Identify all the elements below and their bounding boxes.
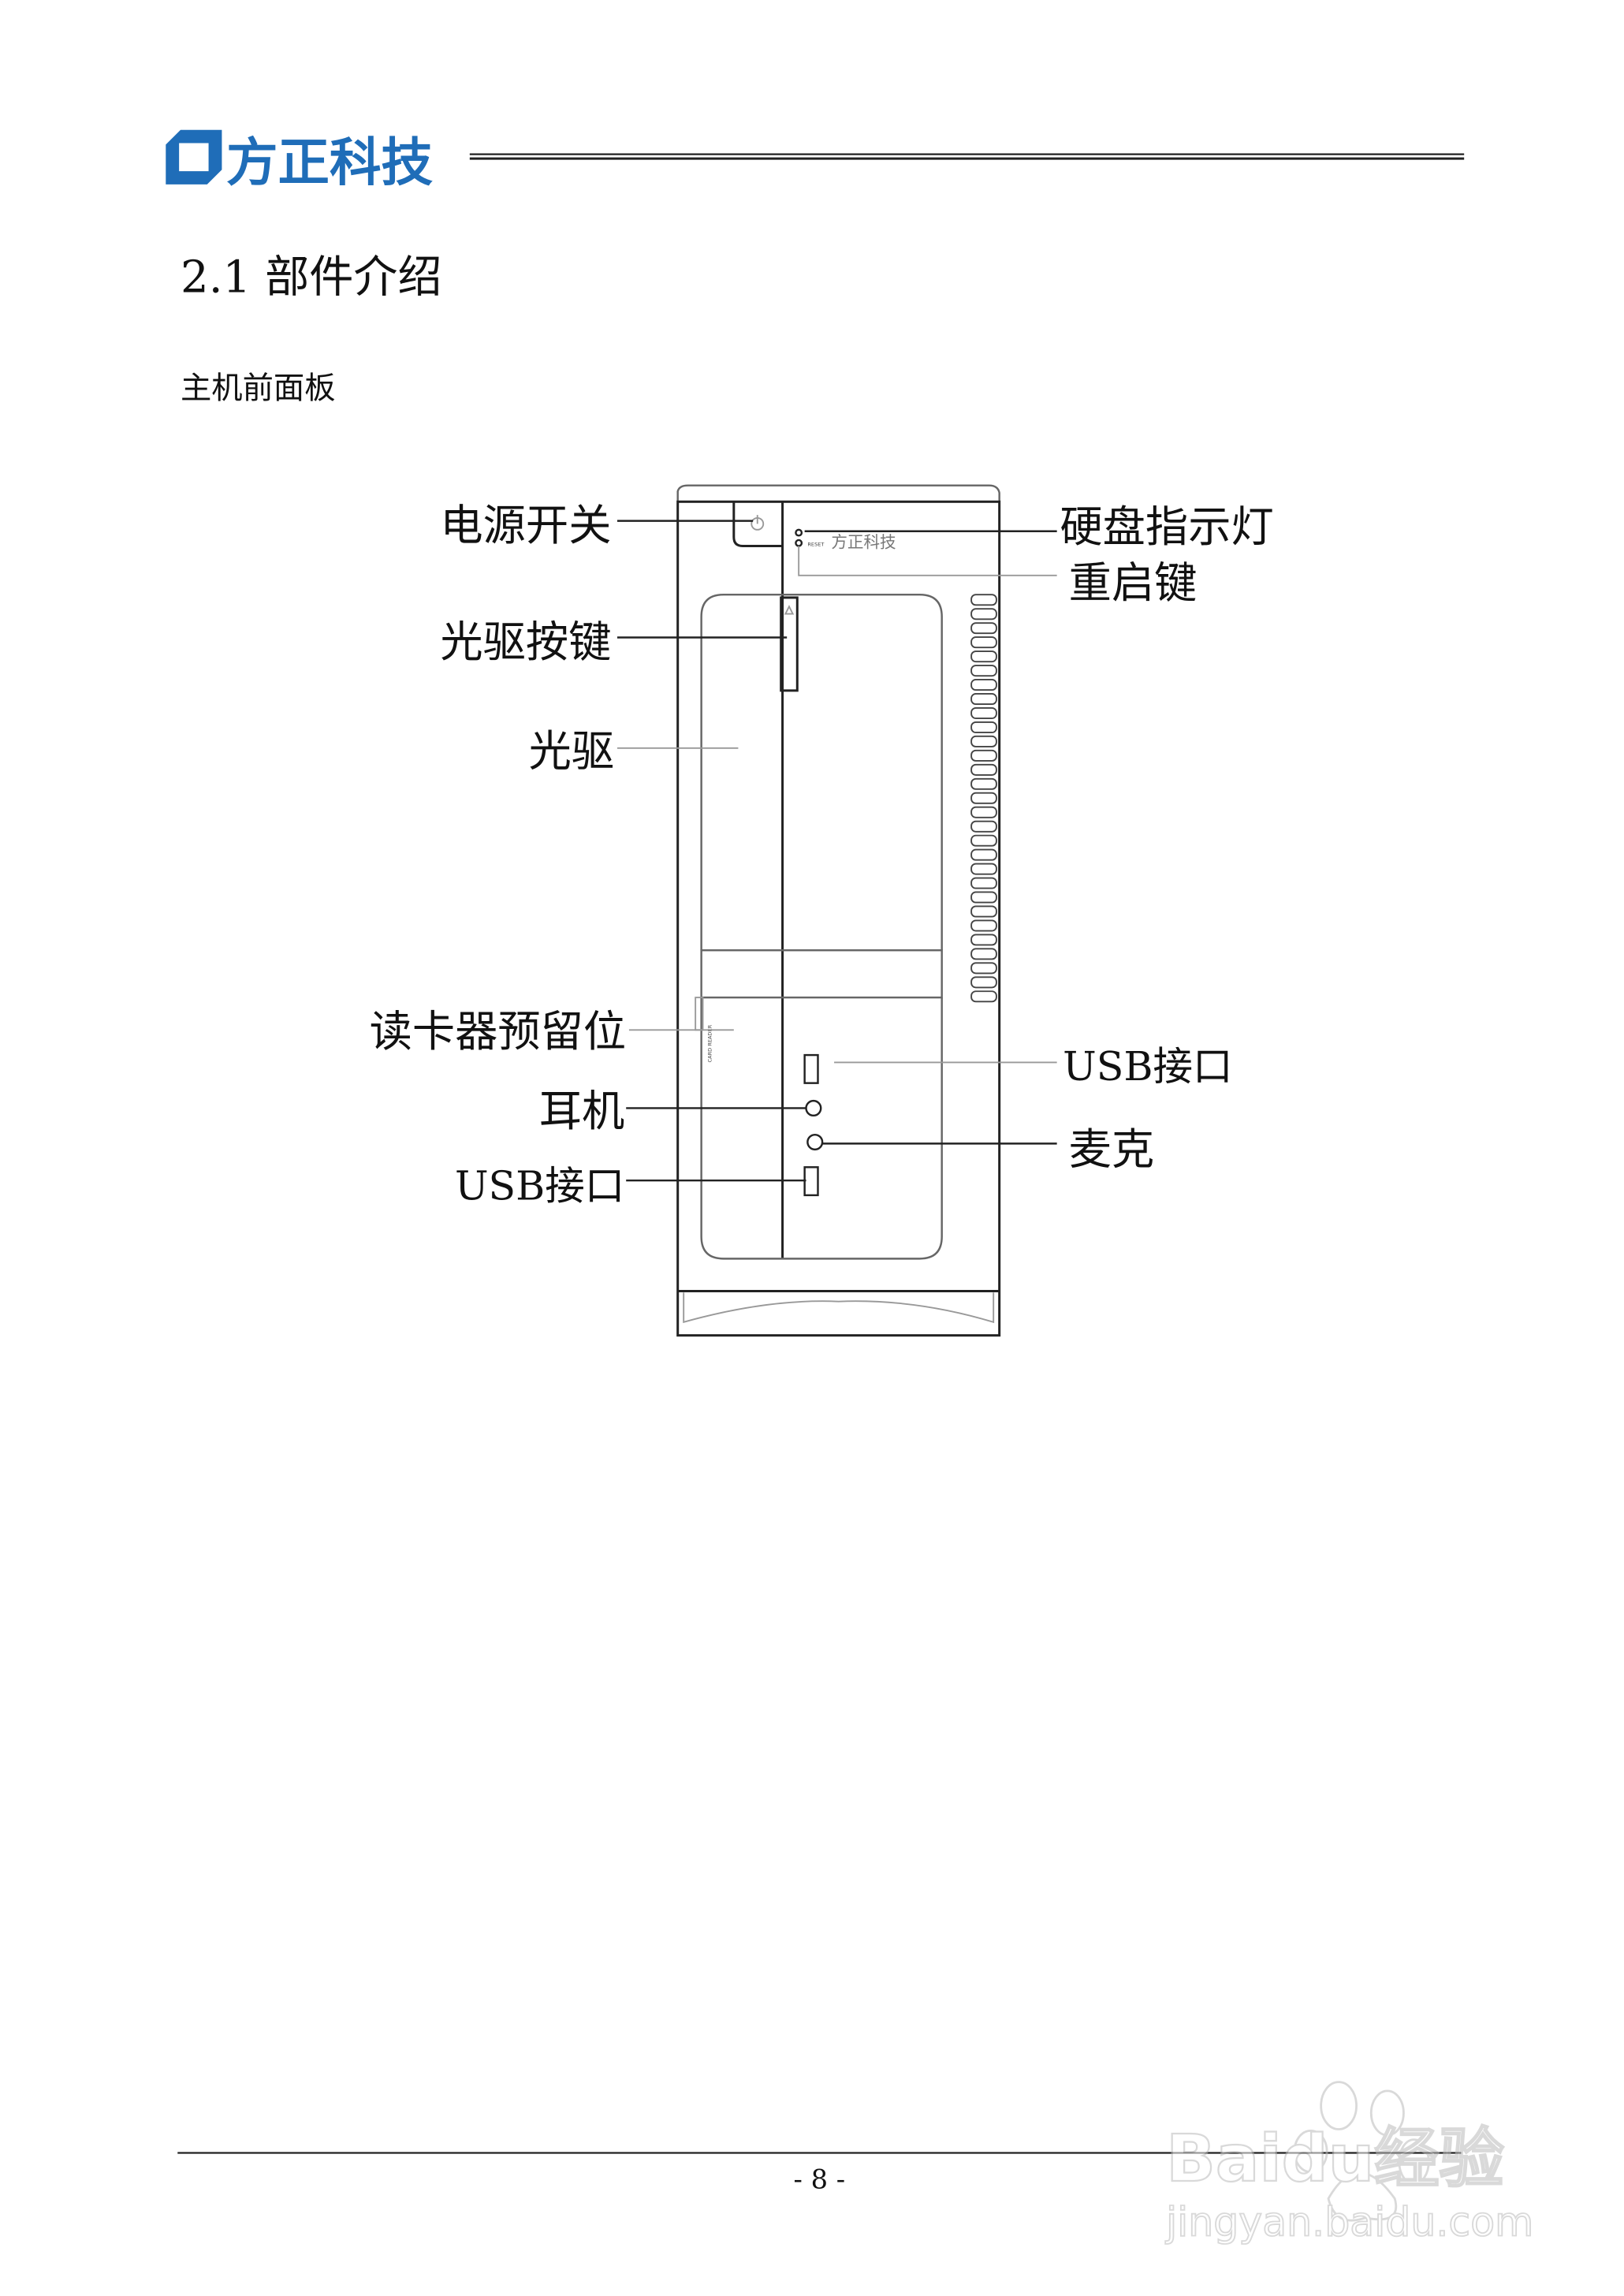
vent-slot	[970, 877, 997, 889]
case-base	[683, 1292, 995, 1324]
vent-slot	[970, 863, 997, 875]
optical-eject-key	[780, 596, 799, 692]
watermark-brand: Baidu经验	[1166, 2122, 1504, 2197]
section-subheading: 主机前面板	[181, 371, 335, 406]
vent-slot	[970, 721, 997, 733]
vent-slot	[970, 905, 997, 918]
reset-text: RESET	[807, 541, 825, 547]
vent-slot	[970, 934, 997, 946]
paw-icon	[1293, 2081, 1430, 2222]
label-usb-upper: USB接口	[1063, 1043, 1232, 1090]
hdd-led	[795, 528, 803, 537]
panel-mini-logo: 方正科技	[831, 532, 896, 551]
logo-text: 方正科技	[226, 132, 434, 192]
callout-lines	[616, 520, 1057, 1182]
vent-slot	[970, 792, 997, 804]
vent-slot	[970, 763, 997, 776]
vent-slot	[970, 948, 997, 960]
vent-slot	[970, 806, 997, 818]
card-reader-text: CARD READER	[707, 1024, 713, 1062]
label-optical-drive: 光驱	[529, 726, 615, 776]
io-panel	[700, 997, 943, 1260]
vent-slot	[970, 976, 997, 989]
label-power-switch: 电源开关	[440, 501, 611, 550]
optical-drive-door	[700, 593, 943, 951]
baidu-watermark: Baidu经验 jingyan.baidu.com	[1164, 2081, 1534, 2246]
reset-button-dot	[795, 539, 803, 547]
watermark-url: jingyan.baidu.com	[1165, 2198, 1533, 2245]
label-card-reader: 读卡器预留位	[370, 1007, 627, 1057]
vent-slot	[970, 594, 997, 606]
logo-mark-icon	[166, 129, 222, 184]
headphone-jack	[805, 1099, 822, 1117]
label-headphone: 耳机	[539, 1086, 625, 1136]
bay-divider	[700, 949, 943, 999]
microphone-jack	[806, 1133, 824, 1151]
vent-slot	[970, 622, 997, 635]
label-hdd-led: 硬盘指示灯	[1060, 502, 1273, 552]
usb-port-lower	[803, 1166, 819, 1197]
vent-slot	[970, 735, 997, 747]
page-number: - 8 -	[794, 2164, 846, 2194]
vent-slot	[970, 834, 997, 847]
label-reset: 重启键	[1069, 558, 1198, 608]
ventilation-slots	[970, 594, 997, 1003]
label-usb-lower: USB接口	[455, 1163, 624, 1210]
vent-slot	[970, 919, 997, 932]
vent-slot	[970, 749, 997, 762]
eject-icon	[784, 605, 795, 615]
vent-slot	[970, 608, 997, 621]
vent-slot	[970, 990, 997, 1003]
case-top-cap	[676, 484, 1000, 502]
vent-slot	[970, 777, 997, 790]
vent-slot	[970, 891, 997, 904]
vent-slot	[970, 650, 997, 663]
vent-slot	[970, 665, 997, 677]
vent-slot	[970, 848, 997, 861]
vent-slot	[970, 820, 997, 833]
vent-slot	[970, 962, 997, 975]
label-optical-eject: 光驱按键	[440, 617, 611, 667]
usb-port-upper	[803, 1053, 819, 1084]
front-panel-diagram: RESET 方正科技 CARD READER	[676, 484, 1001, 1337]
section-heading: 2.1 部件介绍	[181, 252, 442, 304]
power-icon	[751, 515, 765, 531]
vent-slot	[970, 636, 997, 649]
label-microphone: 麦克	[1069, 1125, 1155, 1175]
case-outline	[676, 500, 1001, 1337]
power-button	[732, 501, 783, 547]
company-logo: 方正科技	[166, 129, 434, 192]
vent-slot	[970, 706, 997, 719]
vent-slot	[970, 693, 997, 705]
vent-slot	[970, 679, 997, 691]
